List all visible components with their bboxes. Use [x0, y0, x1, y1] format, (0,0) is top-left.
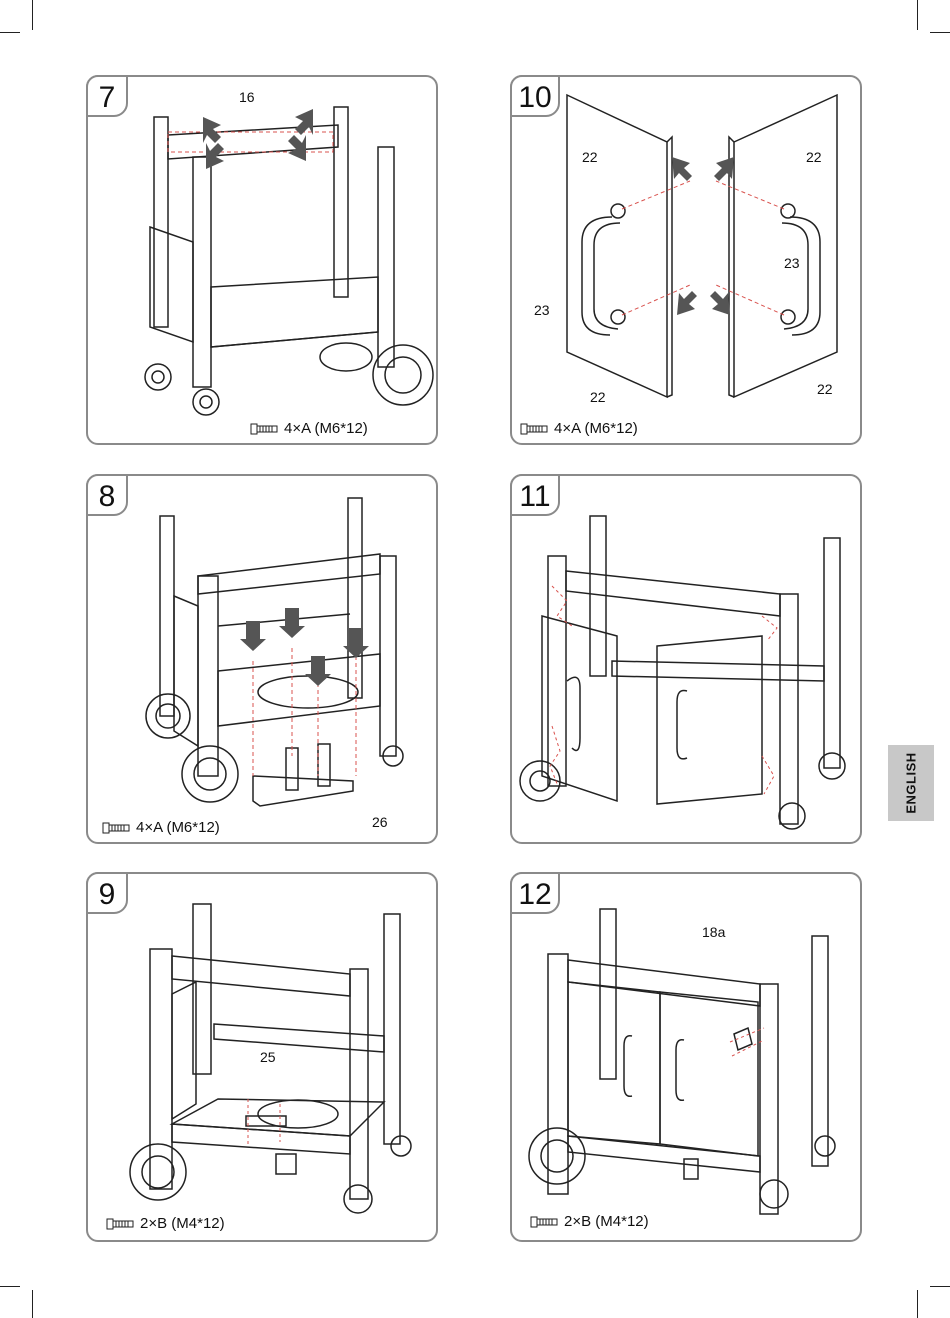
language-label: ENGLISH — [904, 752, 919, 813]
step-12-panel: 12 18a 2×B (M4*12) — [510, 872, 862, 1242]
part-callout: 23 — [784, 255, 800, 271]
crop-mark — [0, 32, 20, 33]
hardware-note: 2×B (M4*12) — [530, 1213, 649, 1230]
step-7-panel: 7 16 4×A (M6*12) — [86, 75, 438, 445]
hardware-note: 4×A (M6*12) — [250, 420, 368, 437]
hardware-label: 2×B (M4*12) — [564, 1213, 649, 1230]
language-tab: ENGLISH — [888, 745, 934, 821]
step-7-illustration — [88, 77, 440, 447]
screw-icon — [106, 1217, 134, 1231]
crop-mark — [0, 1286, 20, 1287]
step-12-illustration — [512, 874, 864, 1244]
hardware-label: 4×A (M6*12) — [554, 420, 638, 437]
step-10-panel: 10 22 22 23 23 22 22 4×A (M6*12) — [510, 75, 862, 445]
screw-icon — [530, 1215, 558, 1229]
step-8-illustration — [88, 476, 440, 846]
screw-icon — [250, 422, 278, 436]
part-callout: 22 — [806, 149, 822, 165]
step-10-illustration — [512, 77, 864, 447]
hardware-label: 4×A (M6*12) — [284, 420, 368, 437]
part-callout: 16 — [239, 89, 255, 105]
step-number: 12 — [510, 872, 560, 914]
hardware-note: 4×A (M6*12) — [520, 420, 638, 437]
crop-mark — [32, 0, 33, 30]
part-callout: 22 — [817, 381, 833, 397]
step-number: 10 — [510, 75, 560, 117]
hardware-note: 4×A (M6*12) — [102, 819, 220, 836]
step-number: 8 — [86, 474, 128, 516]
crop-mark — [917, 0, 918, 30]
step-11-illustration — [512, 476, 864, 846]
screw-icon — [102, 821, 130, 835]
crop-mark — [32, 1290, 33, 1318]
screw-icon — [520, 422, 548, 436]
step-8-panel: 8 26 4×A (M6*12) — [86, 474, 438, 844]
crop-mark — [930, 32, 950, 33]
part-callout: 25 — [260, 1049, 276, 1065]
step-number: 7 — [86, 75, 128, 117]
part-callout: 23 — [534, 302, 550, 318]
step-number: 9 — [86, 872, 128, 914]
hardware-label: 4×A (M6*12) — [136, 819, 220, 836]
step-9-panel: 9 25 2×B (M4*12) — [86, 872, 438, 1242]
step-number: 11 — [510, 474, 560, 516]
crop-mark — [930, 1286, 950, 1287]
part-callout: 18a — [702, 924, 725, 940]
part-callout: 22 — [582, 149, 598, 165]
part-callout: 22 — [590, 389, 606, 405]
crop-mark — [917, 1290, 918, 1318]
step-11-panel: 11 — [510, 474, 862, 844]
part-callout: 26 — [372, 814, 388, 830]
hardware-label: 2×B (M4*12) — [140, 1215, 225, 1232]
hardware-note: 2×B (M4*12) — [106, 1215, 225, 1232]
